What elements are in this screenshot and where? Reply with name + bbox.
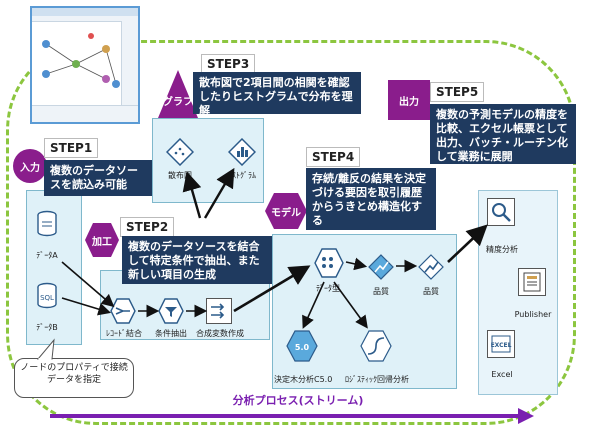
- select-node[interactable]: [158, 298, 184, 328]
- data-a-node[interactable]: [34, 210, 60, 242]
- model-tag: モデル: [264, 192, 308, 230]
- sql-database-icon: SQL: [37, 282, 57, 309]
- select-label: 条件抽出: [155, 329, 187, 338]
- publisher-icon: [523, 272, 541, 292]
- callout-text: ノードのプロパティで接続データを指定: [20, 363, 128, 385]
- logistic-node[interactable]: [360, 330, 392, 366]
- data-b-node[interactable]: SQL: [34, 282, 60, 314]
- stream-arrow: [50, 408, 534, 424]
- excel-label: Excel: [491, 370, 513, 379]
- c50-label: 決定木分析C5.0: [274, 375, 333, 384]
- histogram-icon: [227, 137, 257, 167]
- data-a-label: ﾃﾞｰﾀA: [36, 251, 58, 260]
- quality1-label: 品質: [373, 287, 389, 296]
- data-b-label: ﾃﾞｰﾀB: [36, 323, 58, 332]
- step2-label: STEP2: [120, 217, 175, 237]
- step4-label: STEP4: [306, 147, 361, 167]
- analysis-node[interactable]: [487, 198, 515, 226]
- process-loop: [6, 40, 576, 425]
- logistic-icon: [360, 330, 392, 362]
- scatter-label: 散布図: [168, 171, 192, 180]
- step3-label: STEP3: [201, 54, 256, 74]
- callout: [14, 358, 134, 398]
- step2-desc: 複数のデータソースを結合して特定条件で抽出、また新しい項目の生成: [122, 236, 272, 284]
- derive-label: 合成変数作成: [196, 329, 244, 338]
- record-merge-label: ﾚｺｰﾄﾞ結合: [106, 329, 142, 338]
- scatter-icon: [165, 137, 195, 167]
- step1-desc: 複数のデータソースを読込み可能: [44, 160, 152, 196]
- step5-desc: 複数の予測モデルの精度を比較、エクセル帳票として出力、バッチ・ルーチン化して業務…: [430, 104, 576, 164]
- quality2-node[interactable]: [418, 254, 444, 284]
- excel-node[interactable]: EXCEL: [487, 330, 515, 358]
- quality1-node[interactable]: [368, 254, 394, 284]
- excel-icon-text: EXCEL: [491, 342, 512, 349]
- decision-tree-icon: 5.0: [286, 330, 318, 362]
- quality2-label: 品質: [423, 287, 439, 296]
- derive-icon: [211, 303, 225, 319]
- quality-chart-icon: [418, 254, 444, 280]
- step3-desc: 散布図で2項目間の相関を確認したりヒストグラムで分布を理解: [193, 72, 361, 117]
- c50-node[interactable]: 5.0: [286, 330, 318, 366]
- derive-node[interactable]: [206, 298, 232, 324]
- step5-label: STEP5: [430, 82, 485, 102]
- scatter-node[interactable]: [165, 137, 195, 170]
- analysis-label: 精度分析: [486, 245, 518, 254]
- database-icon: [37, 210, 57, 237]
- stream-label: 分析プロセス(ストリーム): [232, 394, 364, 407]
- step1-label: STEP1: [44, 138, 99, 158]
- type-label: ﾃﾞｰﾀ型: [316, 284, 340, 293]
- step4-desc: 存続/離反の結果を決定づける要因を取引履歴からうきとめ構造化する: [306, 168, 436, 230]
- process-tag: 加工: [84, 222, 120, 258]
- filter-icon: [158, 298, 184, 324]
- publisher-node[interactable]: [518, 268, 546, 296]
- merge-icon: [110, 298, 136, 324]
- sql-icon-text: SQL: [40, 294, 54, 302]
- magnifier-icon: [492, 203, 511, 222]
- callout-pointer: [36, 338, 55, 360]
- logistic-label: ﾛｼﾞｽﾃｨｯｸ回帰分析: [345, 375, 409, 384]
- quality-icon: [368, 254, 394, 280]
- c50-icon-text: 5.0: [295, 343, 310, 352]
- excel-icon: EXCEL: [491, 335, 512, 353]
- publisher-label: Publisher: [514, 310, 552, 319]
- type-node[interactable]: [314, 248, 344, 282]
- histogram-node[interactable]: [227, 137, 257, 170]
- histogram-label: ﾋｽﾄｸﾞﾗﾑ: [228, 171, 256, 180]
- record-merge-node[interactable]: [110, 298, 136, 328]
- input-tag: 入力: [12, 148, 48, 184]
- graph-tag: グラフ: [158, 70, 198, 118]
- type-icon: [314, 248, 344, 278]
- modeler-thumbnail: [30, 6, 140, 124]
- output-tag: 出力: [388, 80, 430, 120]
- thumbnail-stream: [42, 33, 120, 88]
